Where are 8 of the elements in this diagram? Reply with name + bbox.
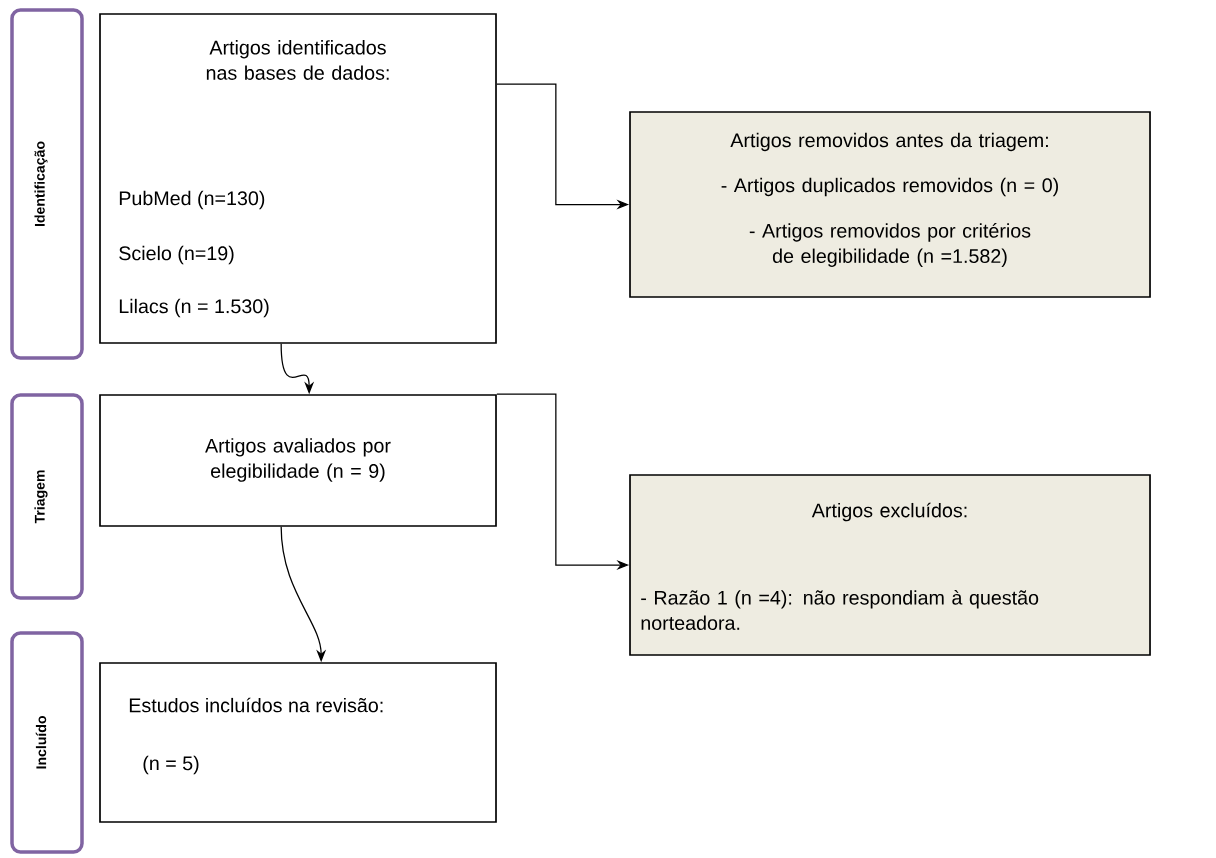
process-box: Artigos identificados nas bases de dados: PubMed (n=130) Scielo (n=19) Lilacs (n = 1.530) — [99, 13, 497, 344]
process-box: Artigos removidos antes da triagem: - Artigos duplicados removidos (n = 0) - Artigos removidos por critérios de elegibilidade (n =1.582) — [629, 111, 1151, 298]
stage-band: Triagem — [10, 393, 84, 600]
stage-band: Incluído — [10, 631, 84, 854]
process-box: Artigos excluídos: - Razão 1 (n =4): não respondiam à questão norteadora. — [629, 474, 1151, 656]
process-box: Estudos incluídos na revisão: (n = 5) — [99, 662, 497, 823]
stage-band: Identificação — [10, 8, 84, 360]
process-box: Artigos avaliados por elegibilidade (n = 9) — [99, 394, 497, 527]
